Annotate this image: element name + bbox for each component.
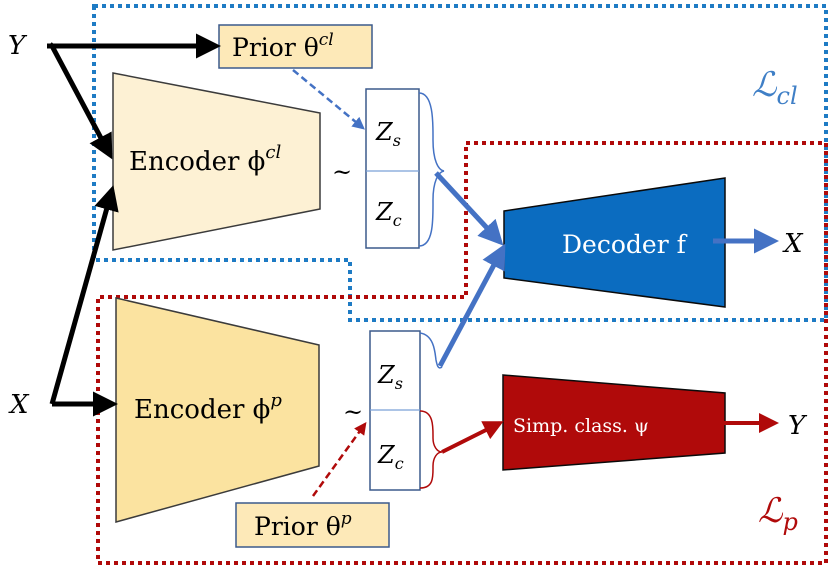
- input-y-label: Y: [8, 31, 28, 61]
- arrow-prior-p-to-latent: [311, 421, 367, 497]
- latent-top-zc: Zc: [375, 198, 402, 230]
- classifier-label: Simp. class. ψ: [513, 415, 649, 437]
- arrow-x-to-encoder-cl: [49, 185, 119, 405]
- brace-top: [418, 92, 445, 247]
- encoder-p-shape: [115, 297, 320, 523]
- loss-p-region: [96, 141, 828, 565]
- brace-bottom-zs: [419, 332, 443, 369]
- encoder-cl-label: Encoder ϕcl: [129, 142, 281, 177]
- input-x-label: X: [8, 390, 30, 420]
- latent-bottom-zc: Zc: [377, 441, 404, 473]
- latent-top-box: [365, 88, 420, 249]
- prior-p-label: Prior θp: [254, 509, 352, 541]
- loss-cl-region: [92, 4, 828, 322]
- prior-cl-box: [218, 24, 373, 69]
- arrow-latent-to-classifier: [441, 421, 504, 454]
- encoder-p-label: Encoder ϕp: [134, 390, 282, 425]
- latent-top-zs: Zs: [375, 118, 401, 150]
- output-y-label: Y: [788, 411, 808, 441]
- output-x-label: X: [782, 229, 804, 259]
- arrow-latent-bottom-to-decoder: [437, 243, 506, 368]
- prior-cl-label: Prior θcl: [232, 30, 334, 62]
- tilde-top: ~: [332, 158, 352, 186]
- loss-p-label: ℒp: [758, 491, 798, 536]
- tilde-bottom: ~: [343, 398, 363, 426]
- prior-p-box: [235, 502, 390, 548]
- loss-cl-label: ℒcl: [752, 65, 798, 110]
- brace-bottom-zc: [419, 410, 443, 489]
- latent-bottom-zs: Zs: [377, 361, 403, 393]
- decoder-label: Decoder f: [562, 230, 688, 259]
- arrow-latent-top-to-decoder: [434, 171, 504, 246]
- arrow-prior-cl-to-latent: [292, 69, 365, 130]
- arrow-y-to-encoder: [49, 44, 113, 160]
